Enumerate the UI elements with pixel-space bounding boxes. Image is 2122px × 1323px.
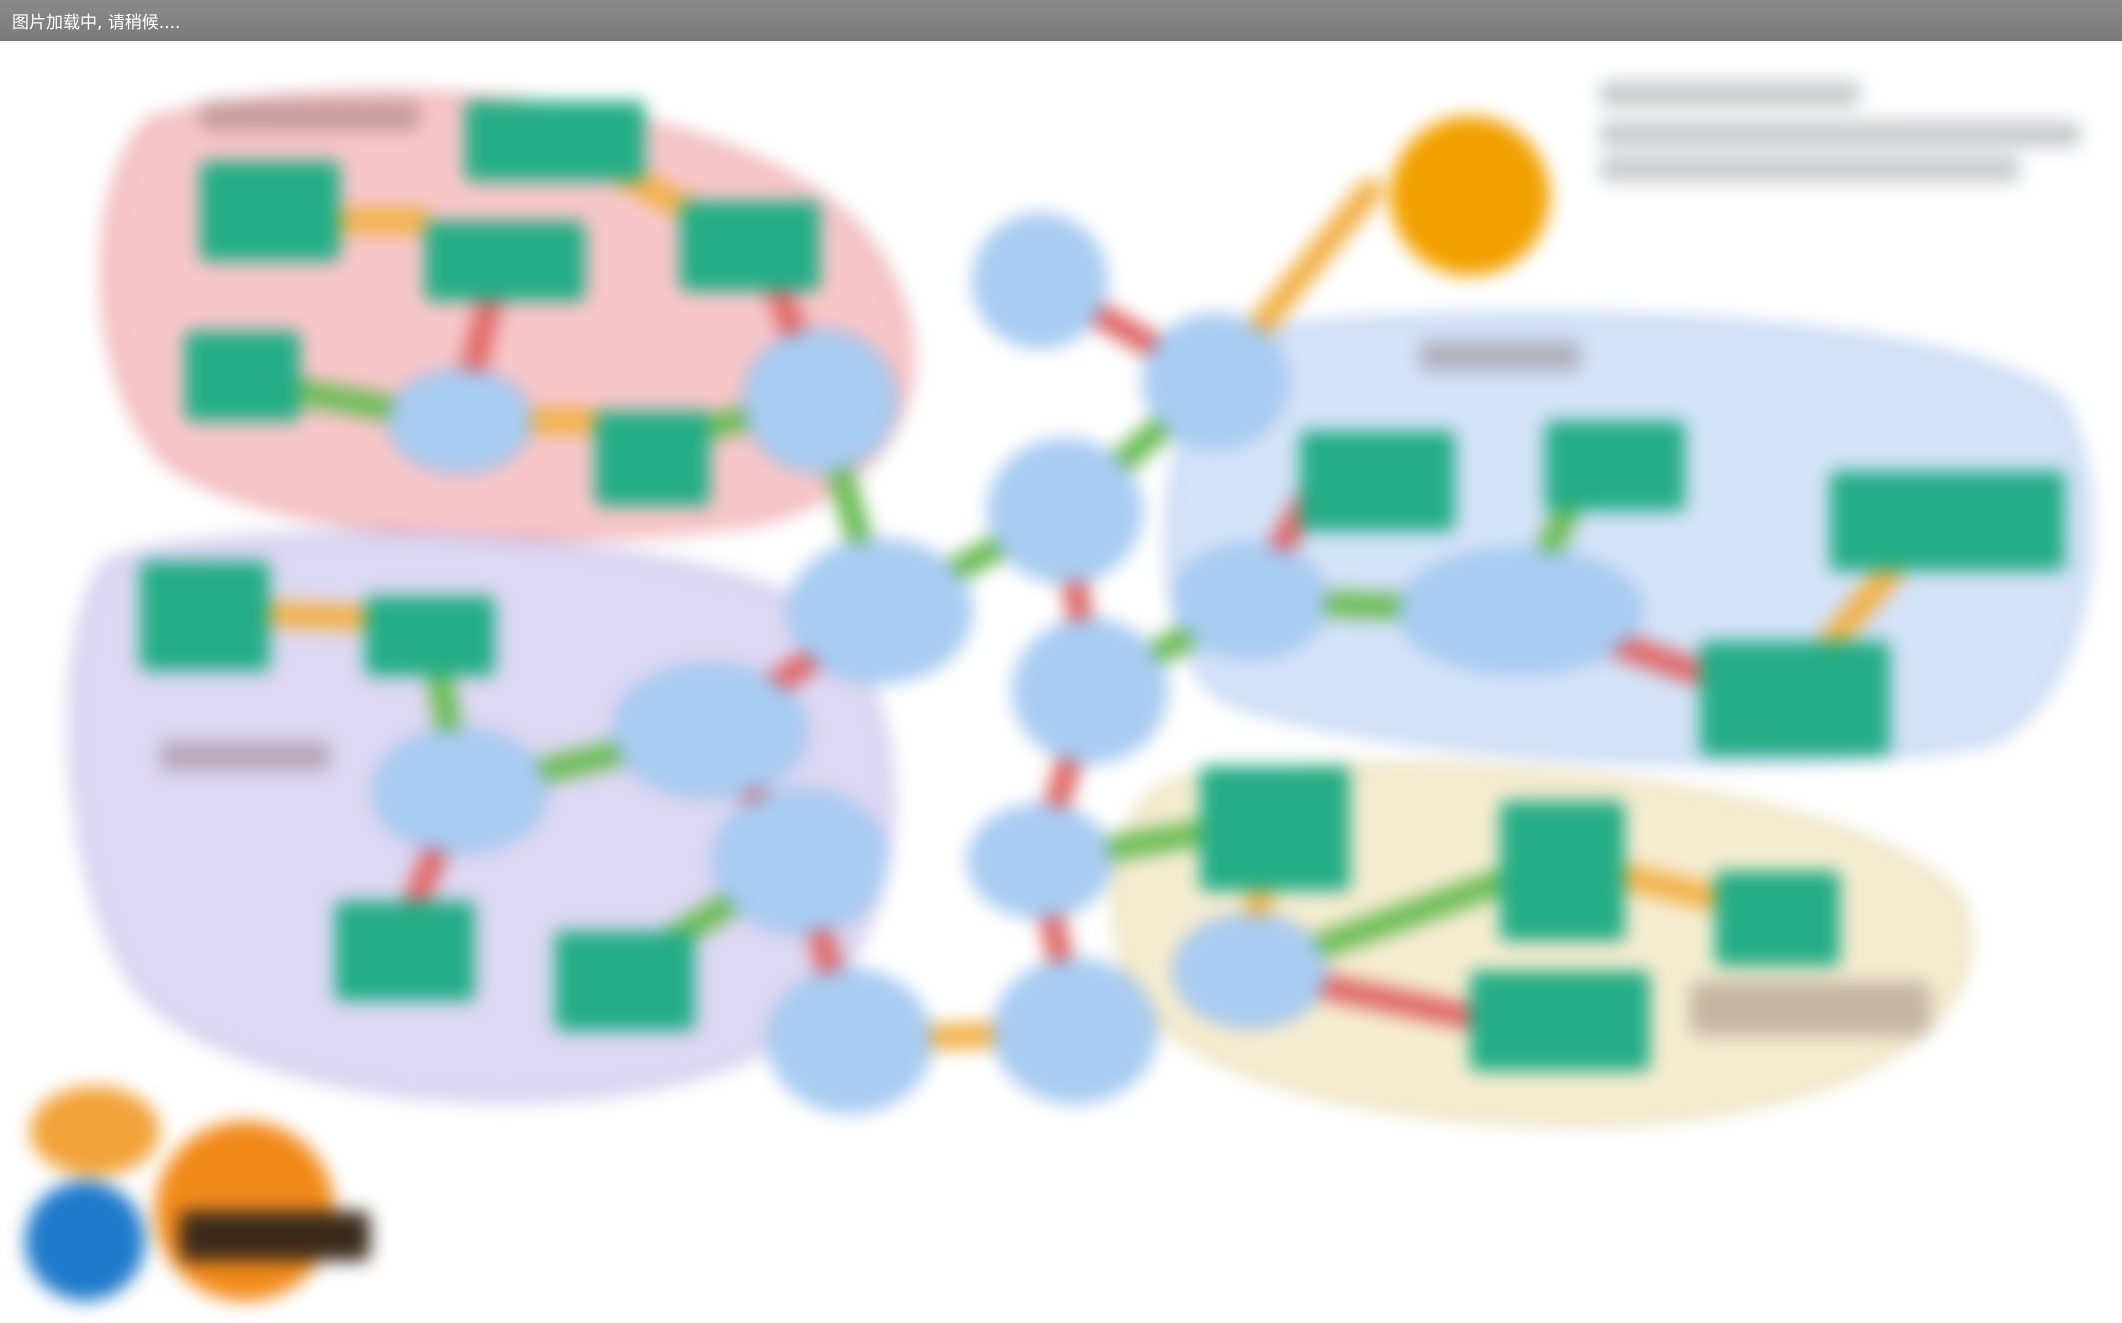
region-label bbox=[200, 101, 420, 131]
green-node bbox=[465, 101, 645, 181]
green-nodes bbox=[140, 101, 2065, 1071]
image-loading-bar: 图片加载中, 请稍候.... bbox=[0, 0, 2122, 41]
green-node bbox=[335, 901, 475, 1001]
logo-small-orange bbox=[30, 1086, 160, 1176]
legend-line bbox=[1600, 156, 2020, 182]
region-label bbox=[1690, 981, 1930, 1036]
green-node bbox=[185, 331, 300, 421]
region-label bbox=[1420, 341, 1580, 371]
hub-node bbox=[388, 369, 532, 473]
hub-node bbox=[788, 539, 972, 683]
green-node bbox=[1700, 641, 1890, 756]
region-label-blurs bbox=[160, 101, 1930, 1036]
hub-node bbox=[968, 804, 1112, 918]
legend-line bbox=[1600, 121, 2080, 147]
green-node bbox=[1830, 471, 2065, 571]
hub-node bbox=[1173, 544, 1327, 658]
hub-node bbox=[768, 969, 932, 1113]
loading-message: 图片加载中, 请稍候.... bbox=[12, 13, 181, 33]
green-node bbox=[200, 161, 340, 261]
green-node bbox=[1545, 421, 1685, 511]
logo-blue bbox=[25, 1181, 145, 1301]
green-node bbox=[1470, 971, 1650, 1071]
hub-node bbox=[1173, 914, 1327, 1028]
green-node bbox=[140, 561, 270, 671]
hub-node bbox=[713, 789, 887, 933]
region-label bbox=[160, 741, 330, 771]
orange-circle-node-icon bbox=[1390, 116, 1550, 276]
hub-node bbox=[1143, 314, 1287, 448]
green-node bbox=[365, 596, 495, 676]
hub-node bbox=[993, 959, 1157, 1103]
green-node bbox=[1500, 801, 1625, 941]
hub-node bbox=[373, 729, 547, 853]
orange-blue-brand-logo-icon bbox=[25, 1086, 370, 1301]
hub-node bbox=[613, 664, 807, 798]
green-node bbox=[1715, 871, 1840, 966]
legend-line bbox=[1600, 81, 1860, 107]
green-node bbox=[555, 931, 695, 1031]
logo-wordmark bbox=[180, 1211, 370, 1261]
legend-blur bbox=[1600, 81, 2080, 182]
hub-node bbox=[743, 329, 897, 473]
diagram-canvas bbox=[25, 81, 2092, 1301]
hub-node bbox=[1398, 549, 1642, 673]
hub-node bbox=[973, 214, 1107, 348]
hub-node bbox=[988, 439, 1142, 583]
hub-nodes bbox=[373, 214, 1642, 1113]
blurred-network-diagram bbox=[0, 41, 2122, 1323]
green-node bbox=[595, 411, 710, 506]
hub-node bbox=[1013, 619, 1167, 763]
green-node bbox=[1300, 431, 1455, 531]
green-node bbox=[680, 201, 820, 291]
green-node bbox=[1200, 766, 1350, 891]
green-node bbox=[425, 221, 585, 301]
